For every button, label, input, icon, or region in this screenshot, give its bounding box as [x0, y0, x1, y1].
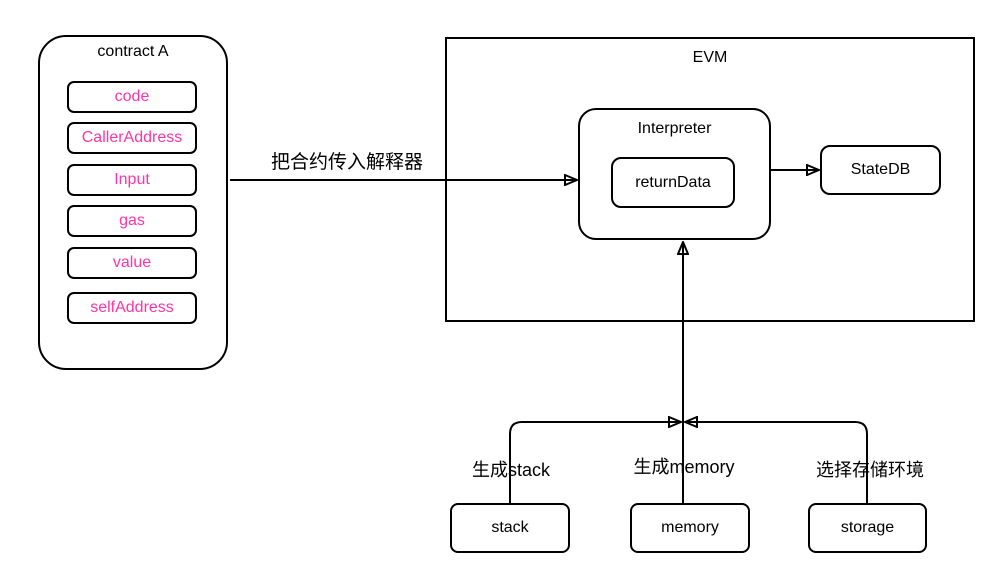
evm-title: EVM: [692, 49, 728, 66]
contract-field-input: Input: [67, 164, 197, 196]
arrow-storage-to-junction: [685, 422, 868, 503]
edge-label-select-storage-env: 选择存储环境: [816, 460, 924, 480]
statedb-node: StateDB: [820, 145, 941, 195]
storage-node: storage: [808, 503, 927, 553]
edge-label-generate-memory: 生成memory: [633, 457, 735, 477]
contract-field-value: value: [67, 247, 197, 279]
contract-field-code: code: [67, 81, 197, 113]
interpreter-title: Interpreter: [637, 120, 712, 137]
contract-field-gas: gas: [67, 205, 197, 237]
evm-container-node: [445, 37, 975, 322]
contract-a-title: contract A: [97, 43, 169, 60]
arrow-stack-to-junction: [509, 422, 681, 503]
returndata-node: returnData: [611, 157, 735, 208]
edge-label-pass-contract-to-interpreter: 把合约传入解释器: [270, 152, 424, 173]
memory-node: memory: [630, 503, 750, 553]
contract-field-calleraddress: CallerAddress: [67, 122, 197, 154]
edge-label-generate-stack: 生成stack: [471, 460, 551, 480]
stack-node: stack: [450, 503, 570, 553]
contract-field-selfaddress: selfAddress: [67, 292, 197, 324]
